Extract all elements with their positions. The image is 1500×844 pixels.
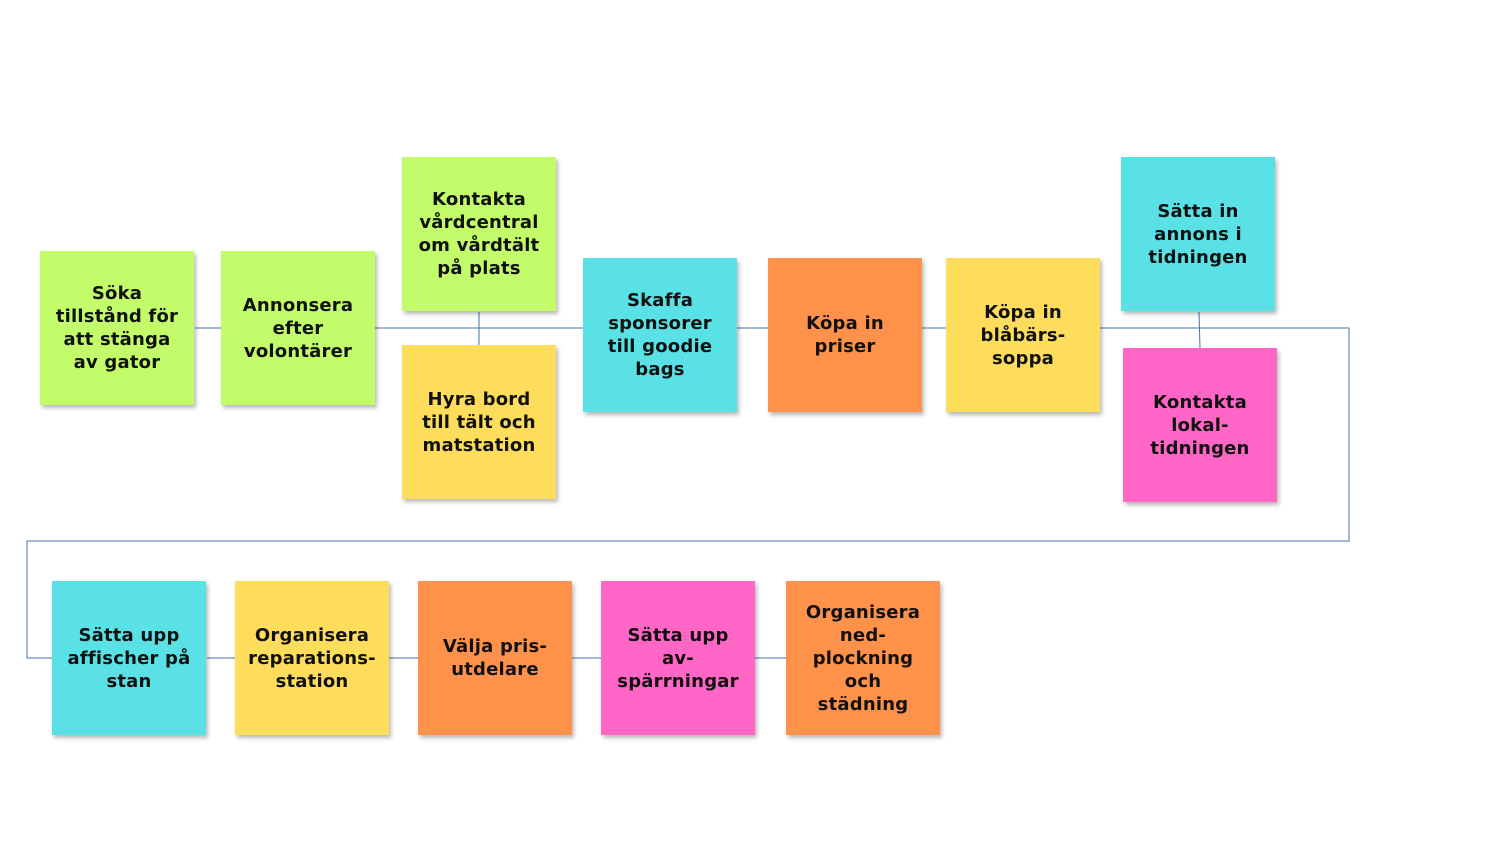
note-kopa-priser[interactable]: Köpa in priser [768, 258, 922, 412]
note-hyra-bord[interactable]: Hyra bord till tält och matstation [402, 345, 556, 499]
note-label: Hyra bord till tält och matstation [422, 388, 536, 456]
note-kontakta-vardcentral[interactable]: Kontakta vårdcentral om vårdtält på plat… [402, 157, 556, 311]
note-label: Skaffa sponsorer till goodie bags [607, 290, 713, 380]
note-label: Köpa in blåbärs- soppa [980, 301, 1066, 369]
note-label: Annonsera efter volontärer [242, 294, 354, 362]
note-label: Sätta upp av- spärrningar [617, 624, 739, 692]
note-label: Söka tillstånd för att stänga av gator [55, 283, 179, 373]
note-valja-prisutdelare[interactable]: Välja pris- utdelare [418, 581, 572, 735]
note-annonsera-volontarer[interactable]: Annonsera efter volontärer [221, 251, 375, 405]
note-organisera-nedplockning[interactable]: Organisera ned- plockning och städning [786, 581, 940, 735]
note-skaffa-sponsorer[interactable]: Skaffa sponsorer till goodie bags [583, 258, 737, 412]
connector-row1-main [26, 327, 1350, 659]
note-label: Sätta upp affischer på stan [67, 624, 191, 692]
note-kontakta-lokaltidningen[interactable]: Kontakta lokal- tidningen [1123, 348, 1277, 502]
note-satta-annons[interactable]: Sätta in annons i tidningen [1121, 157, 1275, 311]
note-kopa-blabarssoppa[interactable]: Köpa in blåbärs- soppa [946, 258, 1100, 412]
connector-annons-lokaltidning [1198, 311, 1201, 349]
note-label: Välja pris- utdelare [442, 636, 548, 680]
note-satta-affischer[interactable]: Sätta upp affischer på stan [52, 581, 206, 735]
note-label: Kontakta lokal- tidningen [1150, 391, 1250, 459]
note-label: Köpa in priser [806, 313, 884, 357]
note-organisera-reparation[interactable]: Organisera reparations- station [235, 581, 389, 735]
note-label: Sätta in annons i tidningen [1148, 200, 1248, 268]
note-label: Organisera reparations- station [248, 624, 376, 692]
note-satta-avsparrningar[interactable]: Sätta upp av- spärrningar [601, 581, 755, 735]
note-soka-tillstand[interactable]: Söka tillstånd för att stänga av gator [40, 251, 194, 405]
note-label: Kontakta vårdcentral om vårdtält på plat… [418, 189, 540, 279]
note-label: Organisera ned- plockning och städning [805, 601, 921, 715]
